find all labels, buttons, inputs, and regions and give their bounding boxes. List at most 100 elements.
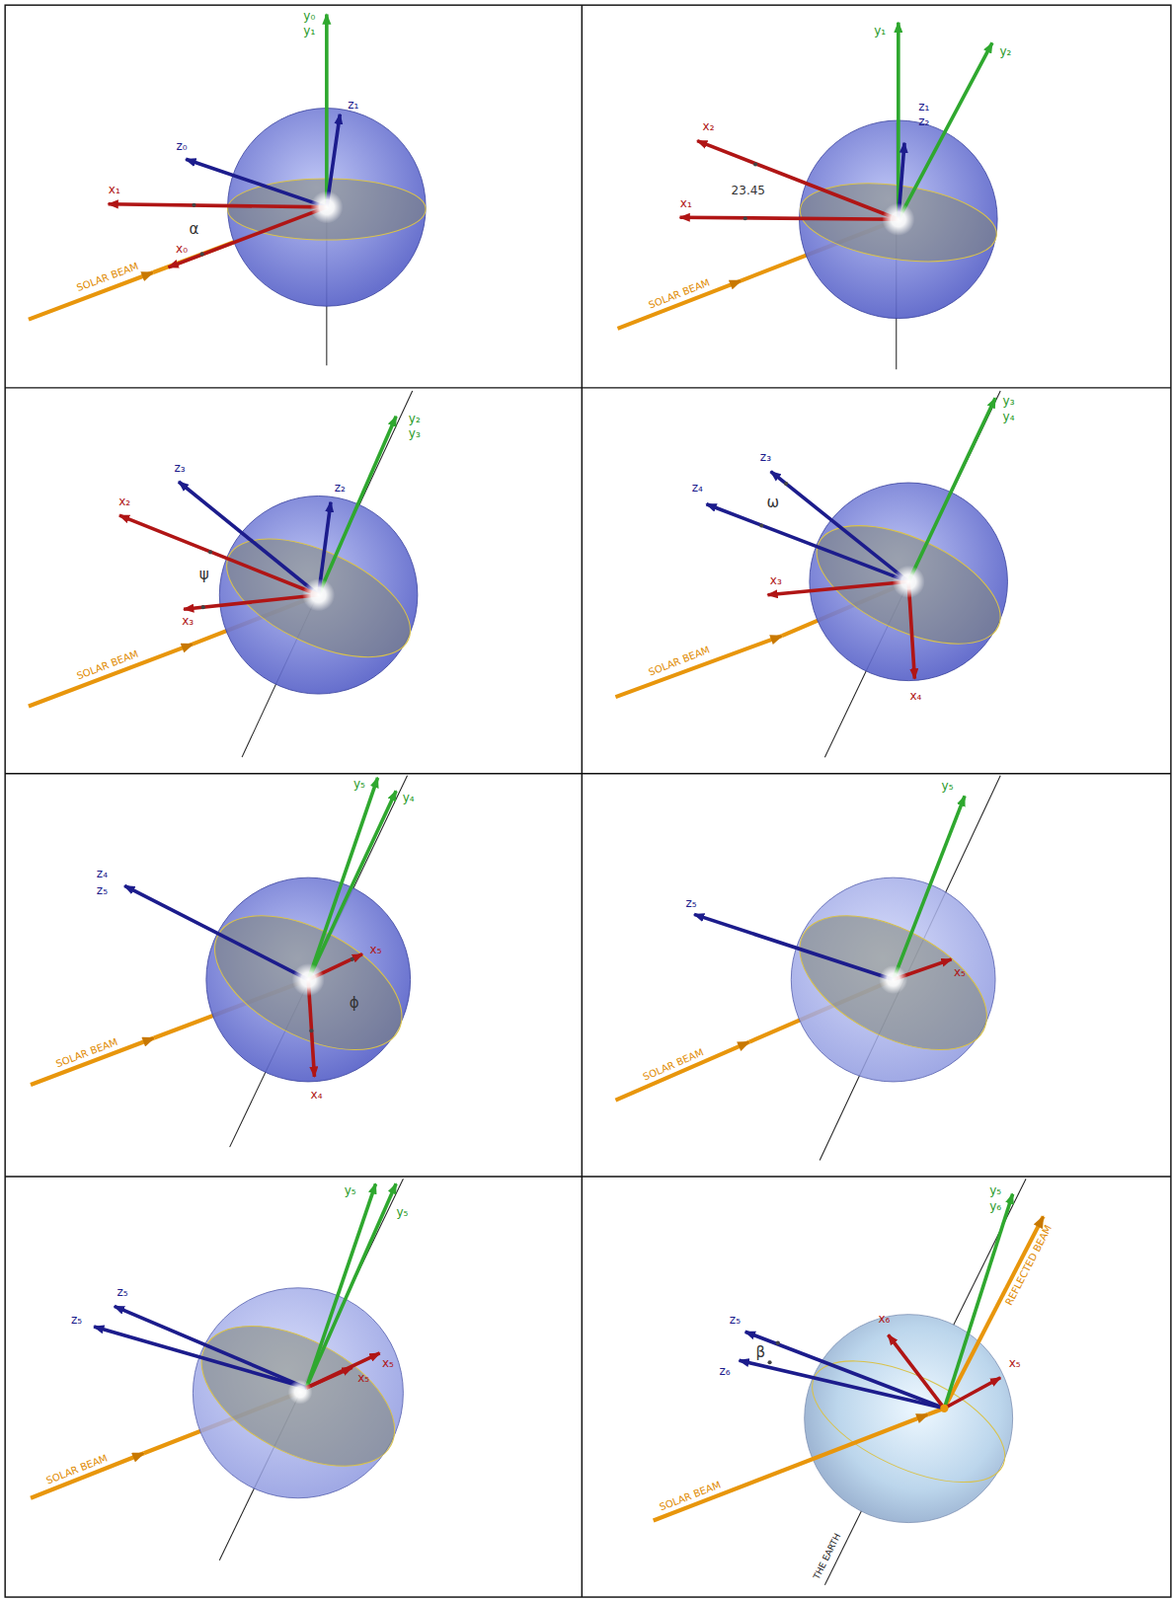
center-glow xyxy=(878,965,908,995)
axis-caption: THE EARTH xyxy=(811,1532,842,1581)
angle-label: β xyxy=(756,1344,767,1360)
x-axis-arrow xyxy=(306,1367,353,1389)
axis-label: y₃ xyxy=(408,427,421,440)
y-axis-arrow xyxy=(324,13,329,207)
x-axis-arrow xyxy=(108,204,327,208)
center-glow xyxy=(881,203,915,236)
axis-label: y₂ xyxy=(408,412,421,425)
z-axis-arrow xyxy=(114,1306,307,1389)
panel-frame xyxy=(4,387,1172,389)
angle-tick xyxy=(767,1360,772,1365)
angle-label: α xyxy=(188,221,199,236)
beam-point xyxy=(939,1405,948,1413)
y-axis-arrow xyxy=(898,42,993,220)
center-glow xyxy=(302,578,335,612)
beam-arrow xyxy=(28,643,193,706)
z-axis-arrow xyxy=(178,481,319,596)
axis-label: z₂ xyxy=(334,481,346,494)
y-axis-arrow xyxy=(308,790,396,980)
axis-label: x₀ xyxy=(175,242,188,255)
axis-label: z₅ xyxy=(117,1286,129,1299)
panel-frame xyxy=(4,1175,1172,1177)
axis-label: y₆ xyxy=(989,1200,1002,1213)
angle-tick xyxy=(208,549,213,554)
z-axis-arrow xyxy=(185,158,327,208)
axis-label: z₅ xyxy=(96,884,108,897)
axis-label: x₆ xyxy=(877,1313,890,1326)
axis-label: y₄ xyxy=(402,791,415,804)
axis-label: x₁ xyxy=(680,197,693,210)
axis-label: y₁ xyxy=(303,24,315,37)
x-axis-arrow xyxy=(767,581,909,595)
y-axis-arrow xyxy=(306,1183,376,1389)
y-axis-arrow xyxy=(893,795,965,980)
x-axis-arrow xyxy=(887,1334,944,1408)
angle-label: 23.45 xyxy=(731,184,766,197)
axis-label: x₃ xyxy=(181,615,194,627)
angle-label: ω xyxy=(766,494,780,510)
axis-label: y₅ xyxy=(353,778,366,790)
beam-arrow xyxy=(30,1037,155,1086)
axis-label: x₃ xyxy=(770,574,782,587)
panel-frame xyxy=(4,773,1172,775)
earth-sphere xyxy=(804,1315,1014,1524)
y-axis-arrow xyxy=(306,1183,396,1389)
axis-label: x₅ xyxy=(1009,1357,1021,1370)
x-axis-arrow xyxy=(697,141,899,221)
angle-tick xyxy=(201,605,206,610)
center-glow xyxy=(892,565,926,599)
z-axis-arrow xyxy=(124,885,309,980)
equator-disc xyxy=(778,888,1009,1079)
axis-label: z₅ xyxy=(729,1314,741,1327)
axis-label: x₅ xyxy=(953,966,966,979)
angle-tick xyxy=(759,523,764,528)
beam-arrow xyxy=(653,1414,929,1522)
z-axis-arrow xyxy=(93,1327,307,1389)
axis-label: z₃ xyxy=(760,451,772,464)
axis-label: z₆ xyxy=(719,1365,731,1378)
x-axis-arrow xyxy=(306,1353,380,1389)
beam-arrow xyxy=(30,1453,145,1498)
x-axis-arrow xyxy=(943,1378,1001,1409)
axis-label: y₅ xyxy=(395,1206,408,1219)
angle-tick xyxy=(191,203,196,208)
panel-frame xyxy=(4,4,1172,1598)
beam-arrow xyxy=(615,635,782,698)
angle-tick xyxy=(309,1028,313,1033)
angle-tick xyxy=(783,481,788,486)
angle-tick xyxy=(350,957,355,962)
angle-label: ψ xyxy=(199,567,210,583)
center-glow xyxy=(292,963,325,997)
axis-label: y₅ xyxy=(989,1184,1002,1197)
angle-tick xyxy=(776,1341,781,1346)
axis-label: x₅ xyxy=(382,1357,394,1370)
axis-label: z₁ xyxy=(347,98,359,111)
axis-label: z₃ xyxy=(173,462,185,474)
axis-label: z₁ xyxy=(918,100,930,113)
axis-label: x₁ xyxy=(108,183,121,196)
axis-label: z₄ xyxy=(96,867,108,880)
equator-disc xyxy=(799,501,1018,669)
center-glow xyxy=(288,1380,313,1406)
angle-tick xyxy=(743,216,748,221)
beam-arrow xyxy=(615,1042,749,1101)
y-axis-arrow xyxy=(318,416,397,596)
axis-label: x₂ xyxy=(118,495,131,508)
axis-label: y₅ xyxy=(941,780,954,792)
axis-label: y₀ xyxy=(303,9,315,22)
axis-label: z₄ xyxy=(692,481,704,494)
axis-label: y₅ xyxy=(344,1184,357,1197)
angle-label: ϕ xyxy=(349,996,360,1012)
z-axis-arrow xyxy=(705,504,909,583)
axis-label: x₂ xyxy=(703,120,715,133)
y-axis-arrow xyxy=(908,397,996,582)
axis-label: y₄ xyxy=(1003,410,1016,423)
equator-disc xyxy=(178,1297,417,1495)
axis-label: x₄ xyxy=(909,690,922,703)
y-axis-arrow xyxy=(943,1194,1013,1409)
axis-label: z₀ xyxy=(175,140,187,153)
x-axis-arrow xyxy=(183,595,318,610)
y-axis-arrow xyxy=(308,778,378,981)
